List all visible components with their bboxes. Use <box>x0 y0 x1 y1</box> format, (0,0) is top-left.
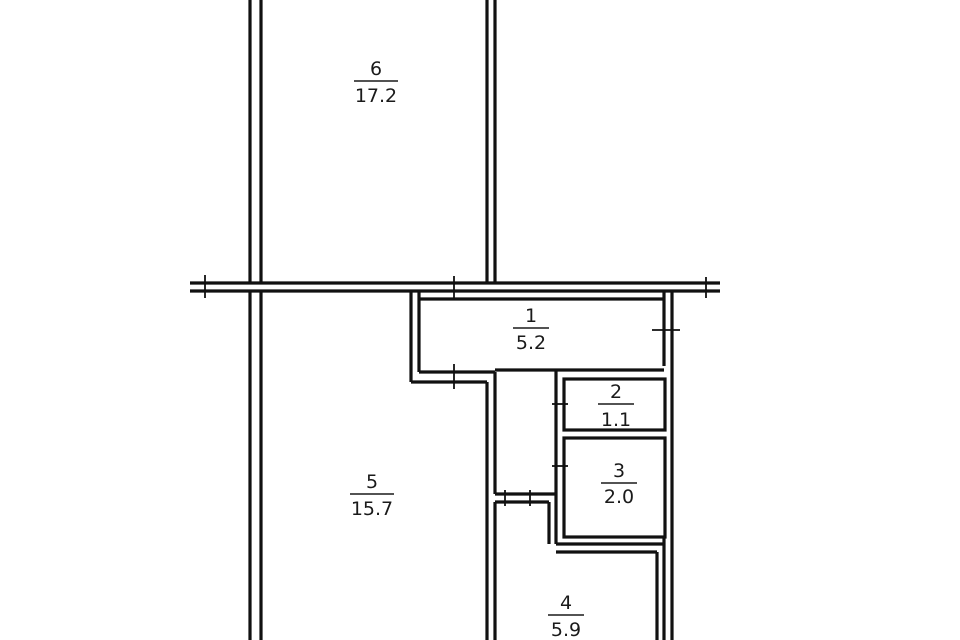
room-area: 5.2 <box>516 332 546 354</box>
room-area: 5.9 <box>551 619 581 640</box>
room-area: 15.7 <box>351 498 393 520</box>
room-area: 2.0 <box>604 486 634 508</box>
room-6 <box>248 0 497 282</box>
room-label-5: 5 15.7 <box>350 471 394 520</box>
room-number: 4 <box>560 592 572 614</box>
room-label-4: 4 5.9 <box>548 592 584 640</box>
room-5 <box>248 291 497 640</box>
room-label-2: 2 1.1 <box>598 381 634 431</box>
room-area: 1.1 <box>601 409 631 431</box>
divider-wall <box>190 275 720 298</box>
room-4 <box>493 490 666 640</box>
room-number: 1 <box>525 305 537 327</box>
room-number: 5 <box>366 471 378 493</box>
room-3 <box>552 436 667 539</box>
room-number: 2 <box>610 381 622 403</box>
room-1 <box>419 276 680 640</box>
room-label-3: 3 2.0 <box>601 460 637 508</box>
room-label-1: 1 5.2 <box>513 305 549 354</box>
room-area: 17.2 <box>355 85 397 107</box>
room-label-6: 6 17.2 <box>354 58 398 107</box>
room-number: 6 <box>370 58 382 80</box>
room-2 <box>552 370 667 544</box>
room-number: 3 <box>613 460 625 482</box>
